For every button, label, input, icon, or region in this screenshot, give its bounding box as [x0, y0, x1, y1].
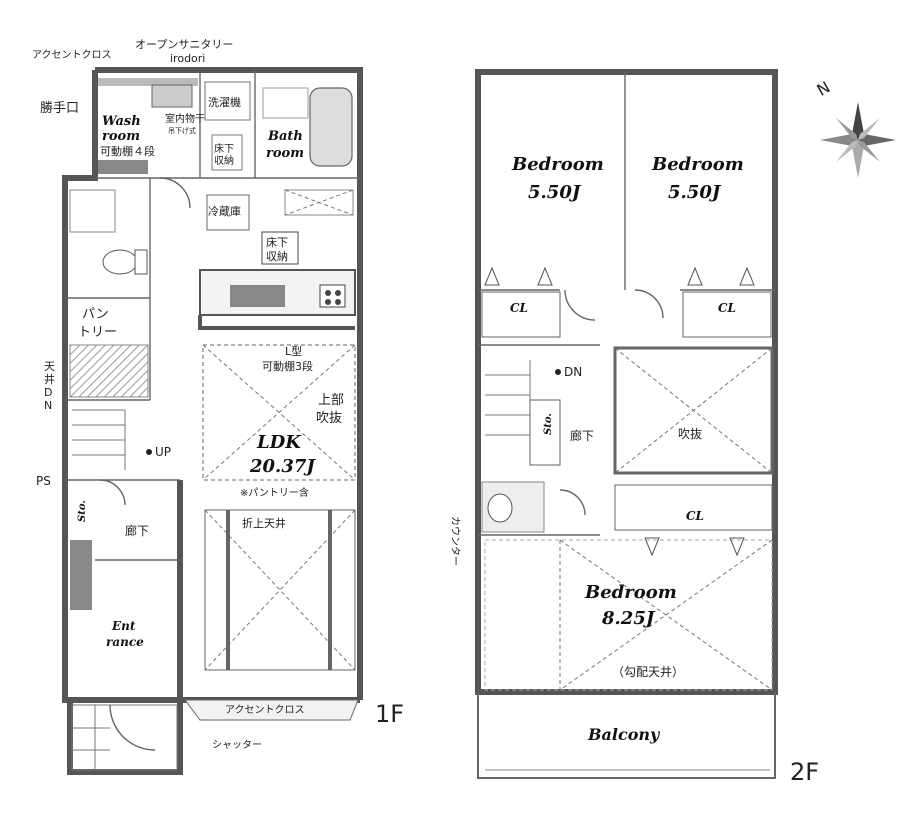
- small-storage-label-2: 収納: [214, 154, 234, 167]
- underfloor-storage-label-2: 収納: [266, 250, 288, 263]
- sloped-ceiling-label: （勾配天井）: [612, 665, 684, 679]
- hanging-type-label: 吊下げ式: [168, 126, 196, 135]
- underfloor-storage-label-1: 床下: [266, 235, 288, 249]
- accent-cross-bottom-label: アクセントクロス: [225, 704, 305, 716]
- ldk-name-label: LDK: [256, 432, 302, 453]
- small-storage-label-1: 床下: [214, 142, 234, 155]
- up-marker-icon: [146, 449, 152, 455]
- bedroom-main-name: Bedroom: [584, 582, 677, 603]
- movable-shelf-4-label: 可動棚４段: [100, 144, 155, 158]
- ldk-size-label: 20.37J: [249, 456, 316, 477]
- folded-ceiling-label: 折上天井: [242, 516, 286, 530]
- indoor-drying-label: 室内物干: [165, 112, 205, 125]
- pantry-label-2: トリー: [78, 325, 117, 340]
- up-label: UP: [155, 445, 171, 459]
- laundry-machine-label: 洗濯機: [208, 95, 241, 109]
- fridge-label: 冷蔵庫: [208, 204, 241, 218]
- floor-1f-label: 1F: [375, 700, 404, 728]
- accent-cross-top-label: アクセントクロス: [32, 49, 112, 61]
- hallway-1f-label: 廊下: [125, 523, 149, 538]
- pantry-label-1: パン: [82, 307, 109, 322]
- ceiling-dn-label-4: N: [44, 399, 52, 412]
- balcony-label: Balcony: [587, 725, 661, 744]
- compass-rose-icon: [820, 102, 896, 178]
- shutter-label: シャッター: [212, 739, 262, 751]
- floor-1f-plan: [62, 67, 363, 775]
- ceiling-dn-label-1: 天: [44, 360, 55, 373]
- floor-2f-plan: [475, 69, 778, 779]
- bedroom-right-name: Bedroom: [651, 154, 744, 175]
- entrance-label-1: Ent: [111, 619, 136, 633]
- dn-label: DN: [564, 365, 582, 379]
- sto-2f-label: Sto.: [543, 413, 554, 435]
- bedroom-left-name: Bedroom: [511, 154, 604, 175]
- wash-room-label-1: Wash: [102, 114, 141, 129]
- dn-marker-icon: [555, 369, 561, 375]
- movable-shelf-3-label: 可動棚3段: [262, 359, 313, 373]
- cl-right-label: CL: [718, 301, 736, 315]
- includes-pantry-label: ※パントリー含: [240, 486, 309, 499]
- upper-void-label-1: 上部: [318, 393, 344, 408]
- upper-void-label-2: 吹抜: [316, 410, 342, 426]
- bedroom-main-size: 8.25J: [601, 608, 656, 629]
- compass-north-label: N: [814, 77, 834, 99]
- l-shape-label: L型: [285, 344, 302, 358]
- cl-bottom-label: CL: [686, 509, 704, 523]
- ceiling-dn-label-3: D: [44, 386, 52, 399]
- open-sanitary-label: オープンサニタリー: [135, 38, 233, 51]
- sto-1f-label: Sto.: [77, 500, 88, 522]
- irodori-label: irodori: [170, 52, 205, 65]
- wash-room-label-2: room: [102, 129, 140, 144]
- hallway-2f-label: 廊下: [570, 428, 594, 443]
- void-2f-label: 吹抜: [678, 427, 702, 441]
- bedroom-right-size: 5.50J: [668, 182, 722, 203]
- bath-room-label-1: Bath: [267, 129, 303, 144]
- entrance-label-2: rance: [106, 635, 144, 649]
- bedroom-left-size: 5.50J: [528, 182, 582, 203]
- cl-left-label: CL: [510, 301, 528, 315]
- ceiling-dn-label-2: 井: [44, 372, 55, 386]
- ps-label: PS: [36, 474, 51, 488]
- counter-label: カウンター: [449, 516, 461, 566]
- floor-2f-label: 2F: [790, 758, 819, 786]
- kitchen-door-label: 勝手口: [40, 101, 79, 116]
- bath-room-label-2: room: [266, 146, 304, 161]
